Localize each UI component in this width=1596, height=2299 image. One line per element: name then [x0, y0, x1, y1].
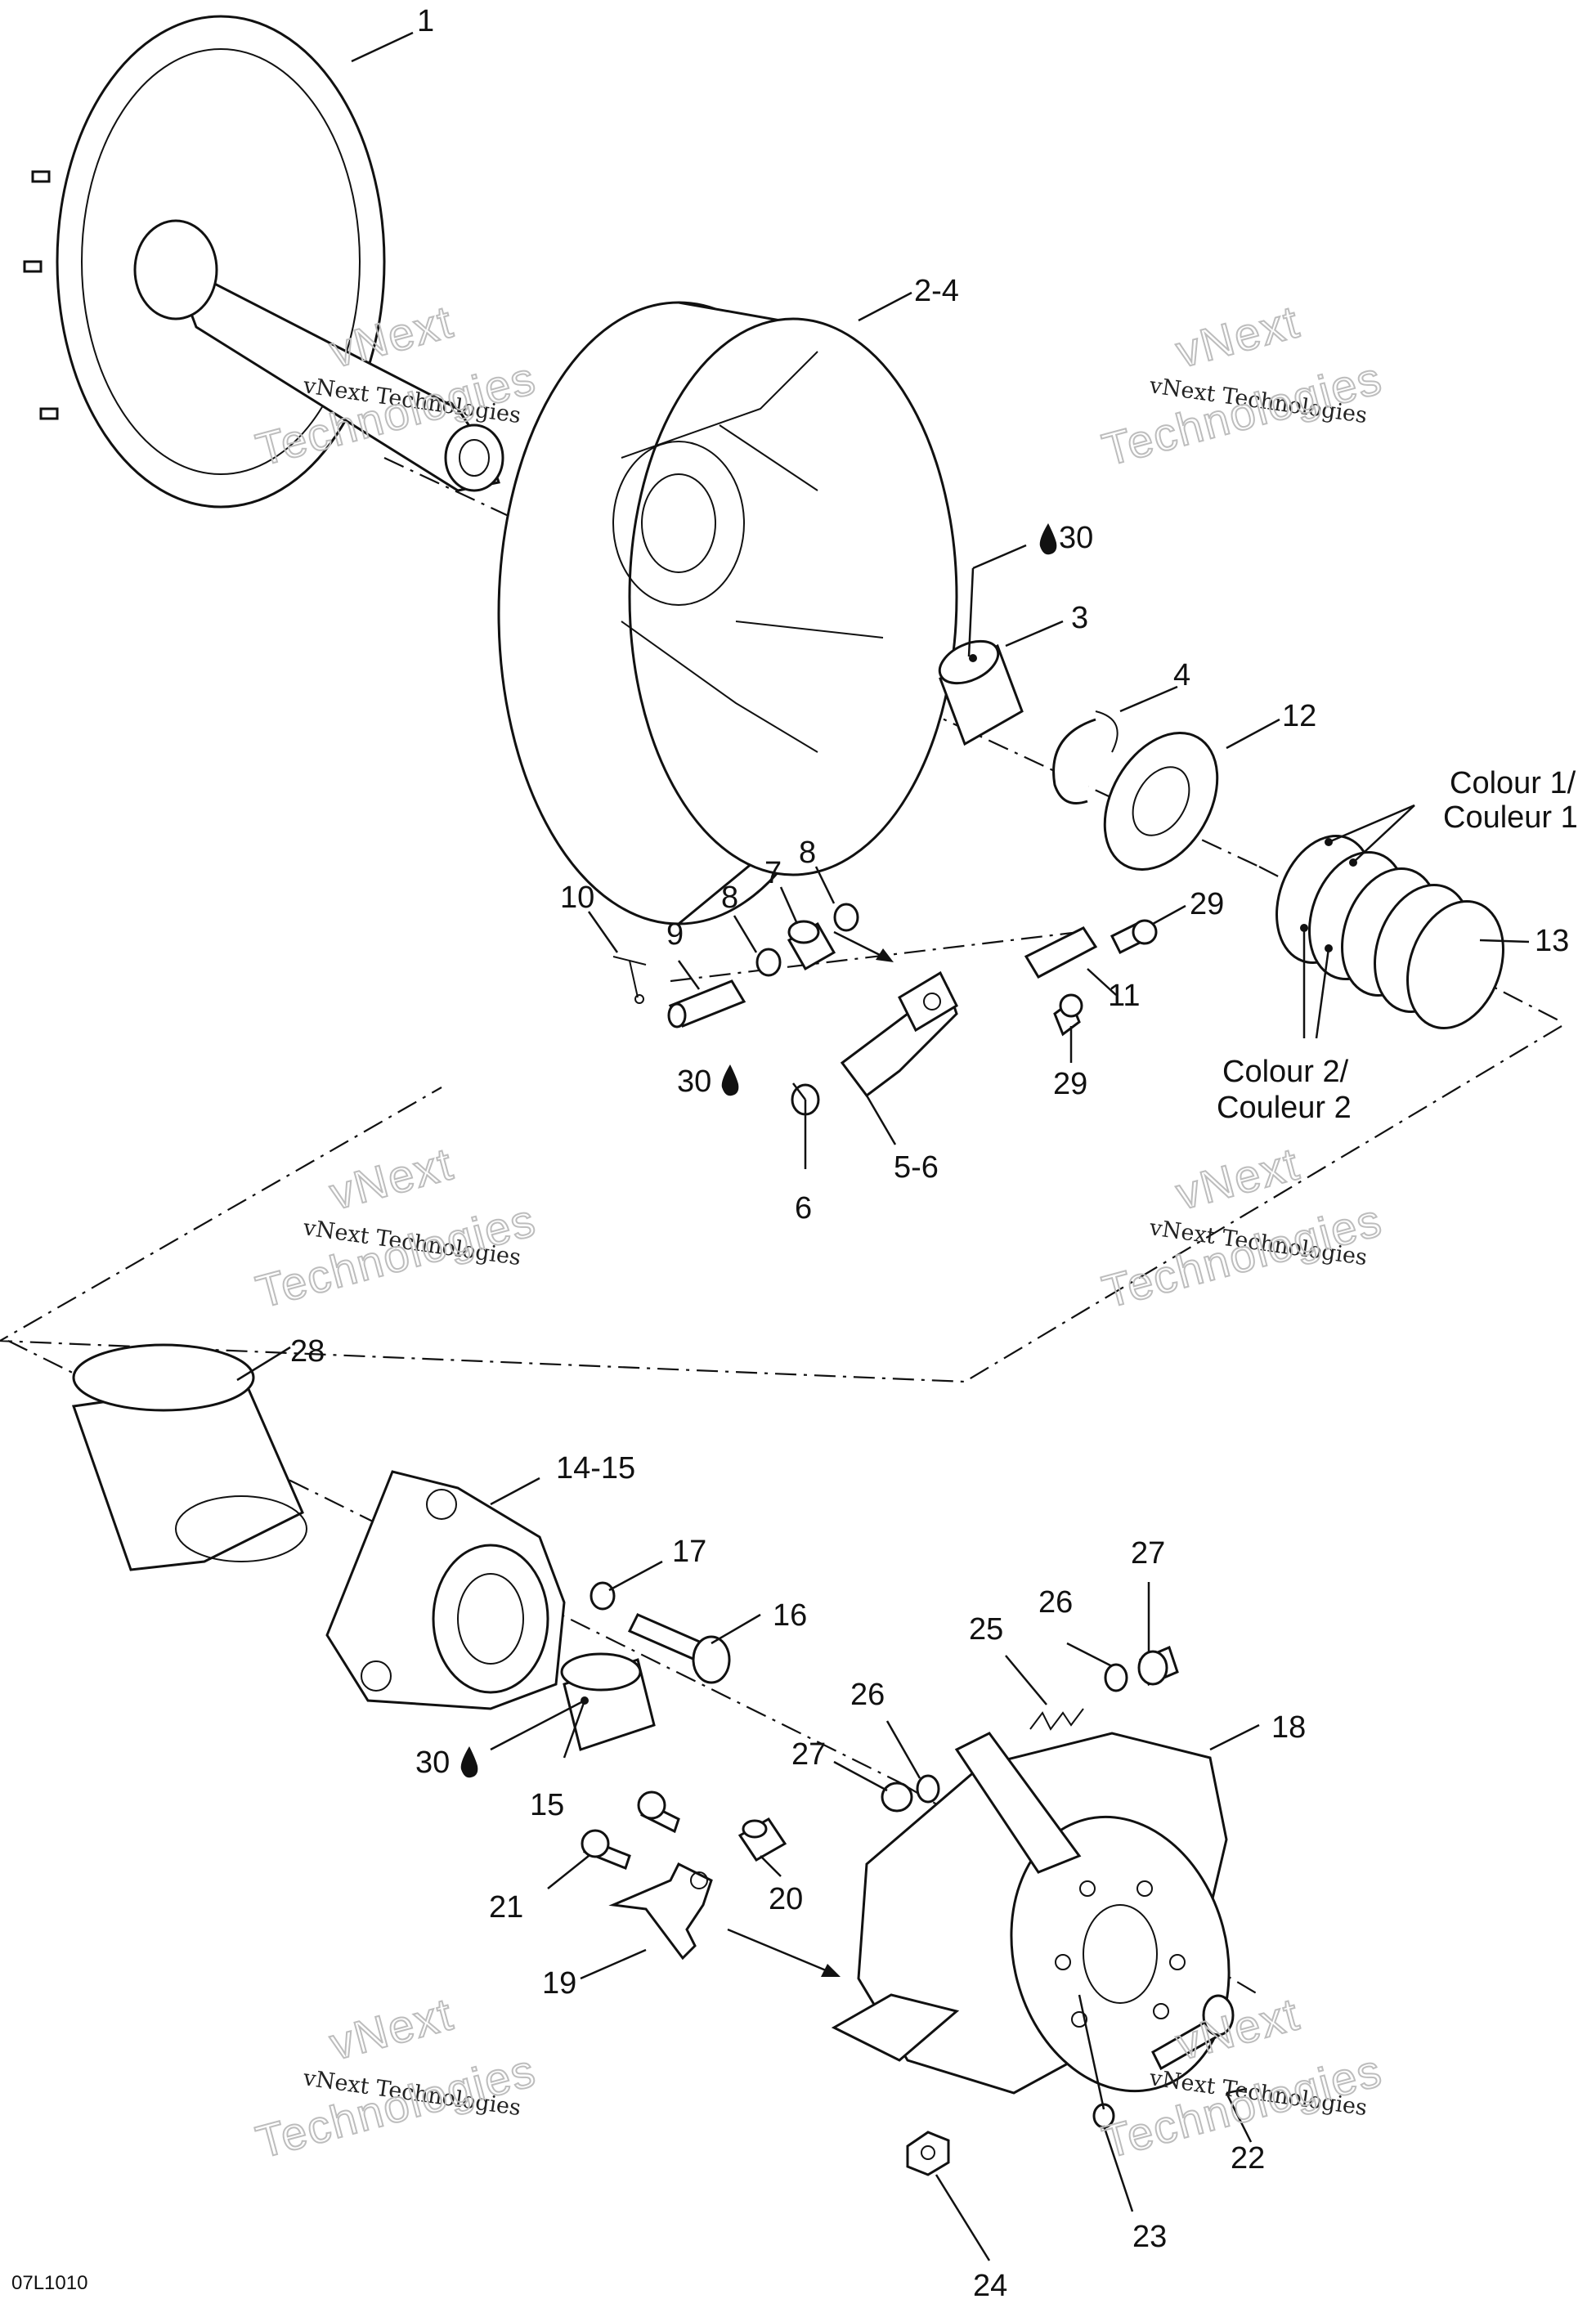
watermark-block-2: vNext vNext Technologies Technologies — [1096, 294, 1388, 476]
callout-3: 3 — [1071, 601, 1088, 635]
assembly-arrows — [727, 930, 894, 1977]
part-14-15-hub — [325, 1470, 566, 1710]
callout-8-right: 8 — [799, 836, 816, 870]
callout-25: 25 — [969, 1612, 1003, 1647]
part-26-ring — [916, 1663, 1128, 1804]
part-21-screw — [581, 1790, 680, 1870]
part-20-pin — [737, 1817, 787, 1862]
part-12-seal — [1103, 731, 1219, 872]
callout-17: 17 — [672, 1535, 706, 1569]
part-1-fixed-sheave — [23, 15, 504, 509]
callout-23: 23 — [1132, 2220, 1167, 2254]
callout-27-bottom: 27 — [791, 1737, 826, 1772]
part-8-washer — [755, 903, 859, 977]
colour-2-label: Colour 2/ — [1222, 1055, 1349, 1089]
part-13-spring — [1275, 835, 1504, 1029]
watermark-block-4: vNext vNext Technologies Technologies — [1096, 1136, 1388, 1318]
callout-21: 21 — [489, 1890, 523, 1925]
callout-16: 16 — [773, 1598, 807, 1633]
part-7-bushing — [787, 920, 836, 971]
callout-14-15: 14-15 — [556, 1451, 635, 1486]
callout-2-4: 2-4 — [914, 274, 959, 308]
part-16-bolt — [627, 1613, 731, 1684]
callout-27-top: 27 — [1131, 1536, 1165, 1571]
lubricant-drop-icons — [460, 523, 1057, 1778]
callout-26-top: 26 — [1038, 1585, 1073, 1620]
leader-lines — [236, 31, 1530, 2261]
drop-icon — [721, 1064, 739, 1096]
callout-4: 4 — [1173, 658, 1190, 692]
callout-15: 15 — [530, 1788, 564, 1822]
part-9-pin — [667, 979, 746, 1028]
part-19-flyweight — [608, 1862, 713, 1961]
part-27-roller — [881, 1645, 1179, 1813]
couleur-2-label: Couleur 2 — [1217, 1091, 1352, 1125]
callout-13: 13 — [1535, 924, 1569, 958]
part-24-nut — [906, 2131, 950, 2176]
callout-30-top: 30 — [1059, 521, 1093, 555]
callout-12: 12 — [1282, 699, 1316, 733]
part-5-6-roller-arm — [840, 970, 958, 1098]
callout-26-bottom: 26 — [850, 1678, 885, 1712]
callout-29-bottom: 29 — [1053, 1067, 1087, 1101]
drop-icon — [460, 1746, 478, 1778]
couleur-1-label: Couleur 1 — [1443, 800, 1578, 835]
callout-1: 1 — [417, 4, 434, 38]
part-2-4-movable-sheave — [497, 301, 958, 925]
watermark-line2: vNext — [1171, 1137, 1305, 1219]
watermark-block-5: vNext vNext Technologies Technologies — [250, 1987, 542, 2168]
callout-9: 9 — [666, 917, 684, 952]
callout-labels: 1 2-4 30 3 4 12 Colour 1/ Couleur 1 13 1… — [11, 4, 1578, 2299]
callout-19: 19 — [542, 1966, 576, 2001]
part-17-washer — [590, 1581, 616, 1611]
callout-20: 20 — [769, 1882, 803, 1916]
callout-6: 6 — [795, 1191, 812, 1226]
drop-icon — [1039, 523, 1057, 555]
callout-7: 7 — [764, 856, 782, 890]
part-28-sleeve — [71, 1343, 307, 1571]
callout-5-6: 5-6 — [894, 1150, 939, 1185]
part-15-bushing — [560, 1652, 656, 1751]
watermark-block-3: vNext vNext Technologies Technologies — [250, 1136, 542, 1318]
part-3-bushing — [938, 639, 1024, 746]
part-25-spring — [1029, 1708, 1084, 1731]
part-10-clip — [612, 956, 647, 1004]
watermark-line2: vNext — [1171, 295, 1305, 377]
callout-29-top: 29 — [1190, 887, 1224, 921]
callout-30-bottom: 30 — [415, 1746, 450, 1780]
watermark-line2: vNext — [325, 1137, 459, 1219]
callout-8-left: 8 — [721, 881, 738, 915]
callout-10: 10 — [560, 881, 594, 915]
callout-30-mid: 30 — [677, 1064, 711, 1099]
part-18-cam-housing — [831, 1732, 1231, 2095]
callout-11: 11 — [1108, 979, 1140, 1013]
part-29-screw — [1053, 919, 1158, 1037]
part-11-pin — [1024, 926, 1098, 979]
callout-22: 22 — [1231, 2141, 1265, 2176]
part-22-bolt — [1151, 1994, 1235, 2071]
callout-18: 18 — [1271, 1710, 1306, 1745]
figure-code: 07L1010 — [11, 2272, 87, 2294]
callout-24: 24 — [973, 2269, 1007, 2299]
colour-1-label: Colour 1/ — [1450, 766, 1576, 800]
part-4-retaining-ring — [1052, 710, 1119, 804]
callout-28: 28 — [290, 1334, 325, 1369]
watermark-line2: vNext — [325, 1988, 459, 2069]
